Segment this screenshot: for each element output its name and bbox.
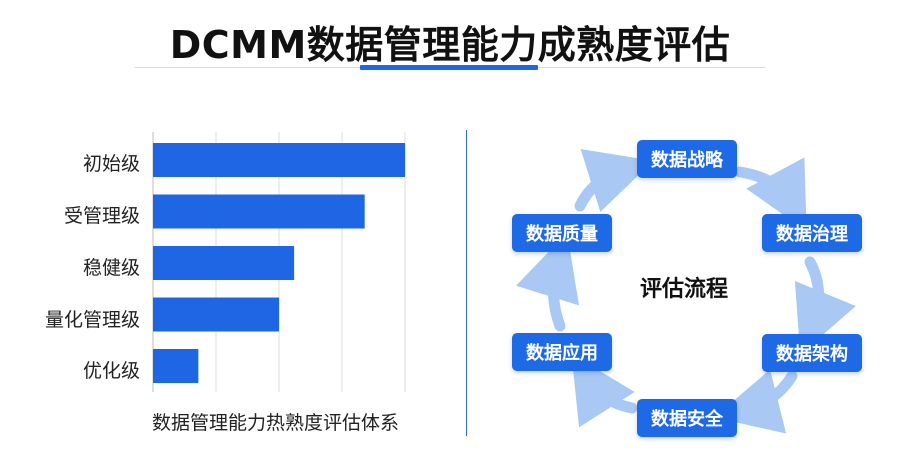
node-data-security: 数据安全 [637, 399, 737, 437]
chart-caption: 数据管理能力热熟度评估体系 [152, 412, 400, 434]
arrow-strategy-to-governance [734, 157, 807, 232]
bar [153, 349, 199, 383]
bar [153, 297, 279, 332]
arrow-governance-to-architecture [794, 256, 856, 355]
bar-chart: 初始级 受管理级 稳健级 量化管理级 优化级 数据管理能力热熟度评估体系 [0, 0, 440, 456]
bar-label: 初始级 [82, 153, 140, 175]
arrow-application-to-quality [516, 232, 580, 332]
node-data-governance: 数据治理 [762, 214, 862, 252]
bar [153, 246, 295, 280]
node-data-quality: 数据质量 [512, 214, 612, 252]
node-data-application: 数据应用 [512, 333, 612, 371]
arrow-quality-to-strategy [574, 149, 654, 213]
bar-chart-svg [152, 132, 406, 392]
arrow-security-to-application [571, 354, 638, 428]
page-title: DCMM数据管理能力成熟度评估 [169, 23, 731, 67]
bar [153, 143, 405, 177]
arrow-architecture-to-security [714, 369, 798, 434]
title-accent-bar [360, 65, 538, 70]
node-data-strategy: 数据战略 [637, 140, 737, 178]
bar-label: 稳健级 [82, 257, 140, 279]
bar [153, 194, 365, 229]
cycle-center-label: 评估流程 [639, 277, 728, 302]
node-data-architecture: 数据架构 [762, 334, 862, 372]
section-divider [466, 130, 467, 436]
bar-label: 受管理级 [63, 205, 140, 227]
bar-label: 量化管理级 [44, 309, 140, 331]
bar-label: 优化级 [82, 360, 140, 382]
